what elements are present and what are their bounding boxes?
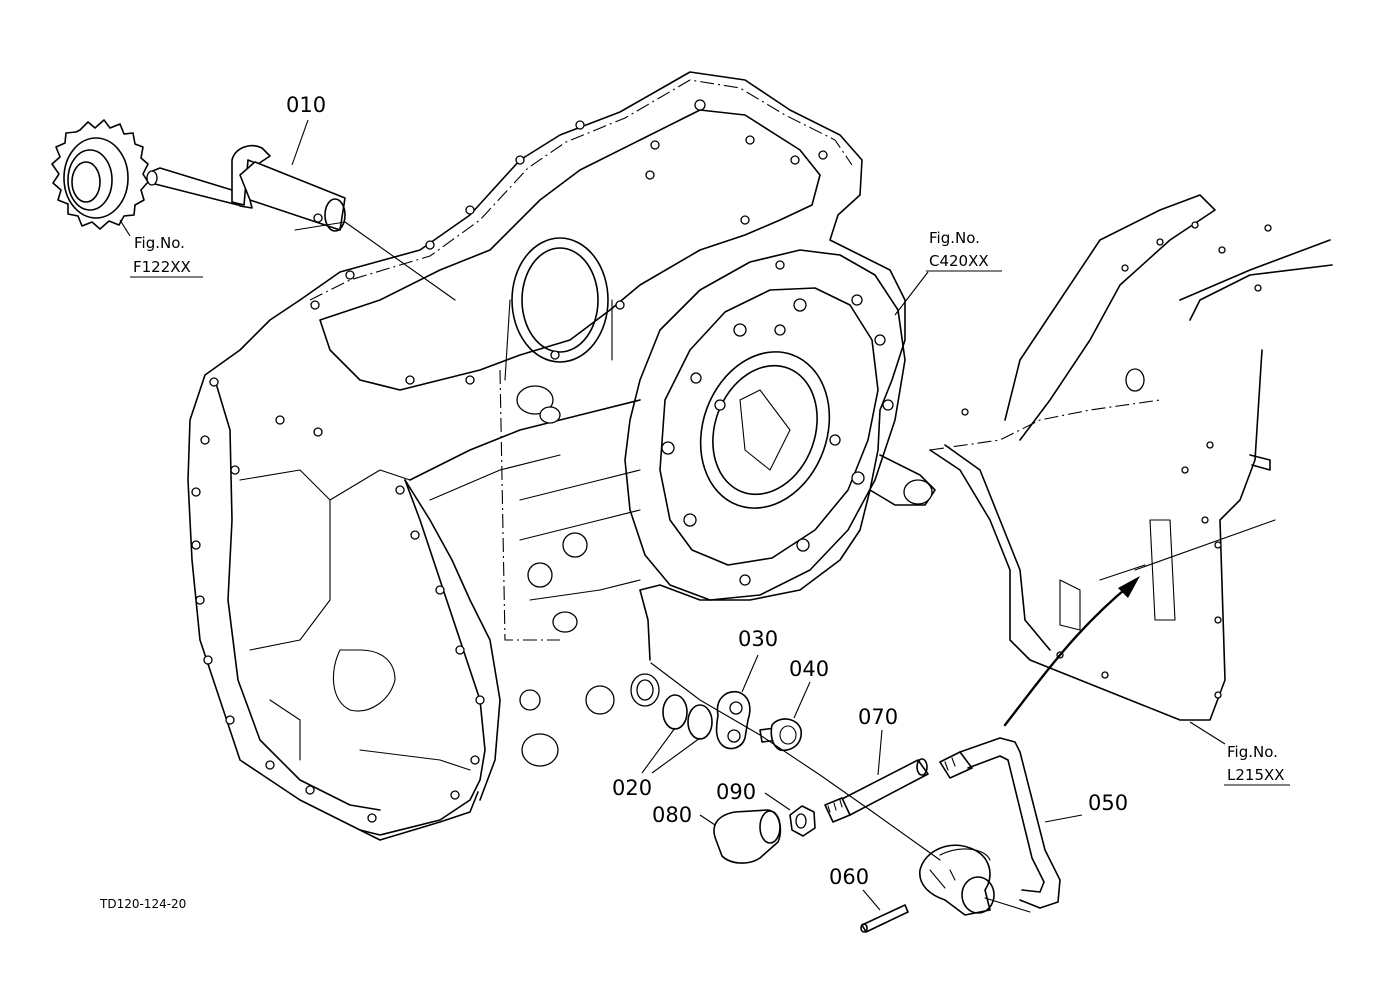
part-020-o-rings: [662, 694, 713, 740]
front-flange-plate: [624, 249, 936, 601]
part-040-bolt: [759, 718, 802, 752]
assembly-arrow: [1003, 576, 1140, 727]
callout-080: 080: [652, 803, 692, 827]
part-010-crank-shaft: [146, 144, 456, 301]
fig-number: L215XX: [1227, 766, 1285, 784]
callout-030: 030: [738, 627, 778, 651]
drawing-code: TD120-124-20: [99, 897, 186, 911]
part-090-nut: [789, 805, 816, 837]
leader-lines: [119, 119, 1226, 911]
part-030-plate: [715, 690, 751, 750]
callout-050: 050: [1088, 791, 1128, 815]
fig-label: Fig.No.: [134, 234, 185, 252]
bracket-holes: [961, 221, 1272, 699]
flange-bolt-holes-front: [661, 294, 894, 586]
housing-side-holes: [191, 377, 485, 823]
callout-070: 070: [858, 705, 898, 729]
gear-part: [51, 119, 149, 230]
fig-number: C420XX: [929, 252, 989, 270]
fig-label: Fig.No.: [1227, 743, 1278, 761]
callout-040: 040: [789, 657, 829, 681]
part-060-pin: [860, 904, 909, 933]
fig-label: Fig.No.: [929, 229, 980, 247]
flange-bolt-holes: [310, 99, 828, 385]
callout-020: 020: [612, 776, 652, 800]
assembly-lines: [650, 519, 1276, 861]
figure-reference-c420xx: Fig.No. C420XX: [926, 229, 1002, 272]
figure-reference-f122xx: Fig.No. F122XX: [130, 234, 203, 278]
callout-010: 010: [286, 93, 326, 117]
part-070-rod: [824, 758, 929, 823]
transmission-housing: [187, 71, 906, 841]
fig-number: F122XX: [133, 258, 191, 276]
right-frame-bracket: [929, 194, 1333, 721]
part-callouts: 010 020 030 040 050 060 070 080 090: [286, 93, 1128, 889]
part-080-knob: [713, 809, 782, 864]
callout-090: 090: [716, 780, 756, 804]
callout-060: 060: [829, 865, 869, 889]
part-050-pipe: [919, 737, 1061, 916]
figure-reference-l215xx: Fig.No. L215XX: [1224, 743, 1290, 786]
